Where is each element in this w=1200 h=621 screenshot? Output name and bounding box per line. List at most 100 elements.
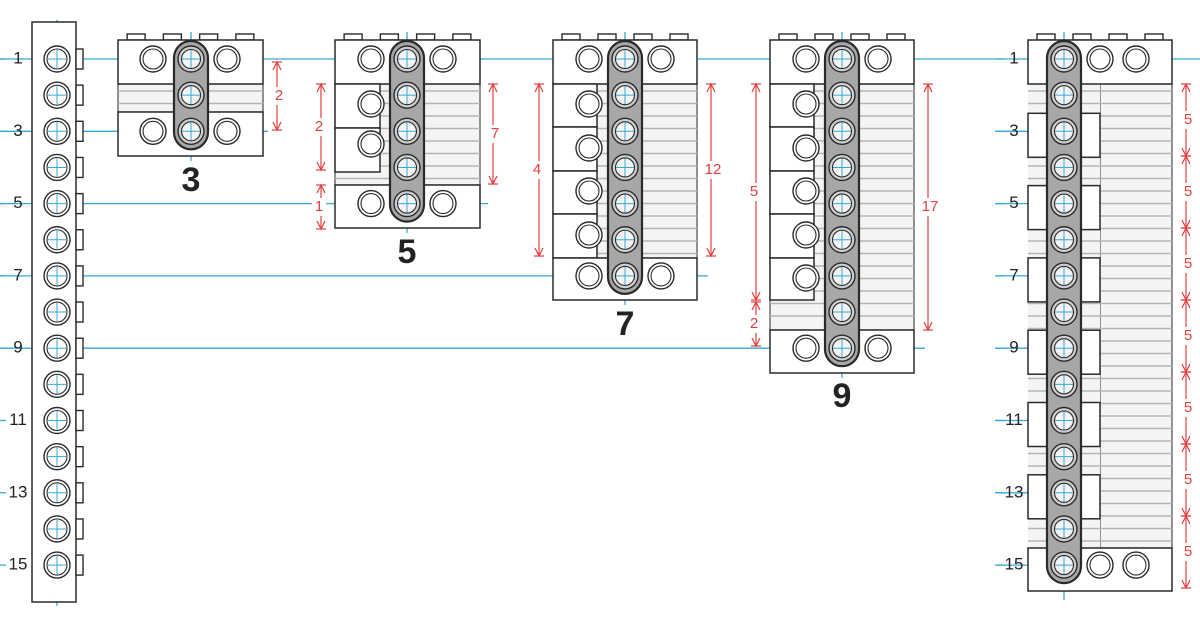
- reference-side-stud: [75, 84, 84, 106]
- assembly-4-dim-a-label-bg: [747, 183, 761, 201]
- assembly-4-brick-hole-inner: [795, 48, 817, 70]
- assembly-5-dim-7-arrow-top: [1181, 514, 1191, 525]
- assembly-5-hole-label: 9: [1009, 338, 1018, 357]
- reference-hole-label: 9: [13, 338, 22, 357]
- assembly-3-caption: 7: [616, 305, 635, 343]
- assembly-5-dim-3-arrow-top: [1181, 226, 1191, 237]
- assembly-2-dim-b-arrow-bottom: [316, 220, 326, 231]
- assembly-4-dim-c-label: 17: [922, 198, 939, 215]
- reference-hole-inner: [46, 409, 68, 432]
- assembly-2-stud: [452, 33, 472, 41]
- assembly-2-dim-c-label-bg: [488, 125, 502, 143]
- assembly-4-caption: 9: [833, 377, 852, 415]
- assembly-4-dim-a-arrow-bottom: [751, 291, 761, 302]
- assembly-2-brick-hole-inner: [360, 193, 382, 215]
- reference-hole-inner: [46, 265, 68, 287]
- assembly-3-brick-hole-inner: [650, 48, 672, 70]
- reference-hole-inner: [46, 373, 68, 395]
- assembly-4-brick-hole-inner: [867, 337, 889, 359]
- assembly-3-stud: [633, 33, 653, 41]
- assembly-5-dim-5-label: 5: [1184, 399, 1192, 416]
- assembly-2-brick-hole-inner: [432, 193, 454, 215]
- assembly-1-dim-a-arrow-bottom: [272, 121, 282, 132]
- assembly-1-brick-hole: [139, 45, 167, 73]
- assembly-5-dim-4-label: 5: [1184, 327, 1192, 344]
- reference-side-stud: [75, 156, 84, 179]
- assembly-2-dim-c-arrow-bottom: [488, 175, 498, 186]
- assembly-4-brick-hole: [792, 177, 820, 205]
- assembly-3-brick-hole-inner: [578, 48, 600, 70]
- assembly-1-stud: [235, 33, 255, 41]
- assembly-1-brick-hole-inner: [142, 120, 164, 142]
- reference-hole-inner: [46, 482, 68, 504]
- assembly-5-hole-label: 7: [1009, 265, 1018, 284]
- assembly-3-brick-hole: [647, 262, 675, 290]
- assembly-3-brick-hole: [647, 45, 675, 73]
- assembly-5-dim-5-arrow-top: [1181, 370, 1191, 381]
- assembly-2-dim-a-arrow-bottom: [316, 161, 326, 172]
- reference-hole-inner: [46, 48, 68, 70]
- assembly-5-dim-1-arrow-top: [1181, 82, 1191, 93]
- assembly-3-dim-b-label: 12: [705, 161, 722, 178]
- reference-hole-inner: [46, 518, 68, 540]
- assembly-5-stud: [1072, 33, 1092, 41]
- assembly-5-dim-1-label: 5: [1184, 111, 1192, 128]
- assembly-4-dim-a-arrow-top: [751, 82, 761, 93]
- assembly-5-brick-hole: [1086, 551, 1114, 579]
- reference-side-stud: [75, 337, 84, 359]
- reference-side-stud: [75, 482, 84, 504]
- assembly-4-stud: [778, 33, 798, 41]
- assembly-4-dim-c-label-bg: [923, 198, 937, 216]
- reference-hole-label: 7: [13, 265, 22, 284]
- assembly-5-dim-6-label-bg: [1181, 471, 1195, 489]
- assembly-3-stud: [561, 33, 581, 41]
- assembly-5-brick-hole: [1086, 45, 1114, 73]
- assembly-2-brick-hole-inner: [360, 133, 382, 155]
- reference-side-stud: [75, 373, 84, 396]
- assembly-1-brick-hole-inner: [216, 120, 238, 142]
- assembly-4-brick-hole-inner: [795, 93, 817, 115]
- assembly-4-dim-b-arrow-top: [751, 300, 761, 311]
- assembly-4-stud: [886, 33, 906, 41]
- reference-hole-inner: [46, 156, 68, 178]
- reference-side-stud: [75, 229, 84, 251]
- assembly-3-brick-hole: [575, 177, 603, 205]
- assembly-2-brick-hole-inner: [432, 48, 454, 70]
- assembly-3-brick-hole-inner: [578, 137, 600, 159]
- assembly-5-hole-label: 11: [1005, 410, 1023, 429]
- assembly-3-dim-a-arrow-top: [534, 82, 544, 93]
- reference-side-stud: [75, 409, 84, 432]
- assembly-5-dim-7-arrow-bottom: [1181, 579, 1191, 590]
- reference-hole-inner: [46, 229, 68, 251]
- assembly-5-brick-hole-inner: [1089, 554, 1111, 576]
- assembly-4-brick-hole-inner: [795, 337, 817, 359]
- assembly-1-caption: 3: [182, 161, 201, 199]
- reference-hole-inner: [46, 446, 68, 468]
- assembly-1-stud: [162, 33, 183, 41]
- assembly-2-brick-hole-inner: [360, 93, 382, 115]
- assembly-5-brick-hole-inner: [1125, 554, 1147, 576]
- assembly-3-brick-hole-inner: [650, 265, 672, 287]
- assembly-1-dim-a-arrow-top: [272, 60, 282, 71]
- assembly-5-dim-2-label-bg: [1181, 183, 1195, 201]
- assembly-4-dim-b-arrow-bottom: [751, 337, 761, 348]
- assembly-1-brick-hole: [213, 117, 241, 146]
- assembly-4-dim-c-arrow-top: [923, 82, 933, 93]
- assembly-5-dim-2-arrow-top: [1181, 154, 1191, 165]
- assembly-4-dim-a-label: 5: [750, 183, 758, 200]
- assembly-1-brick-hole-inner: [216, 48, 238, 70]
- assembly-4-dim-b-label-bg: [747, 315, 761, 333]
- assembly-3-brick-hole-inner: [578, 224, 600, 246]
- assembly-5-brick-hole-inner: [1089, 48, 1111, 70]
- assembly-3-dim-b-arrow-top: [706, 82, 716, 93]
- assembly-1-brick-hole: [213, 45, 241, 73]
- assembly-3-stud: [597, 33, 617, 41]
- assembly-1-dim-a-label: 2: [275, 87, 283, 104]
- assembly-5-brick-hole: [1122, 45, 1150, 73]
- assembly-2-dim-b-arrow-top: [316, 183, 326, 194]
- reference-hole-label: 13: [9, 482, 28, 501]
- assembly-2-stud: [415, 33, 436, 41]
- reference-hole-inner: [46, 84, 68, 106]
- assembly-2-dim-a-arrow-top: [316, 82, 326, 93]
